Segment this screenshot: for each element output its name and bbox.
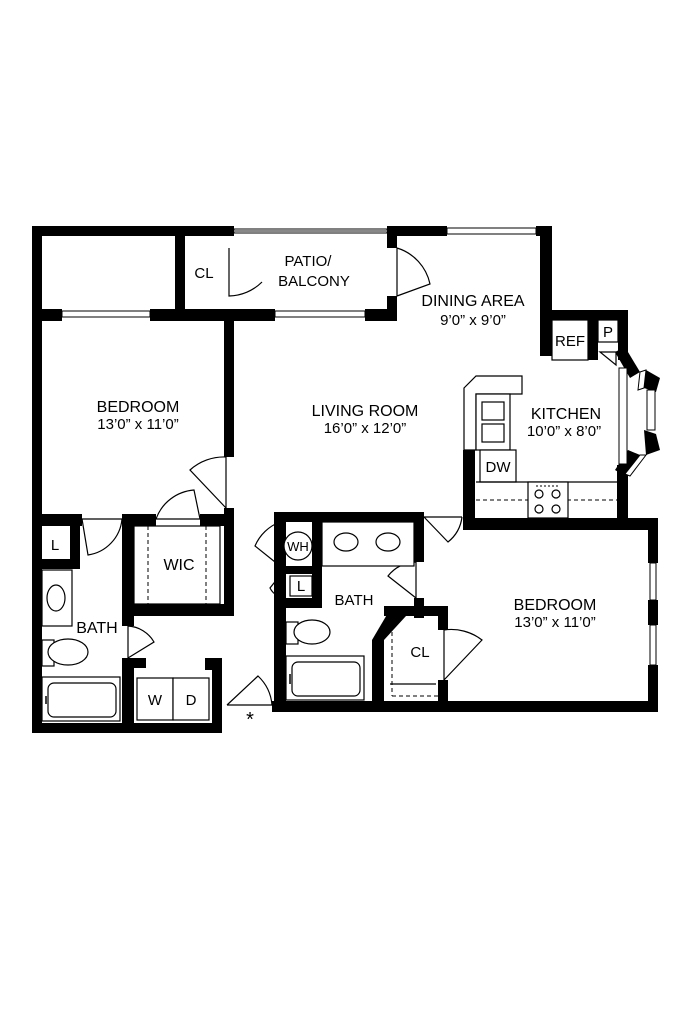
dishwasher-label: DW [486, 459, 512, 476]
washer-label: W [148, 692, 163, 709]
entry-mark: * [246, 709, 254, 731]
doors [81, 247, 617, 706]
bedroom2-label: BEDROOM [514, 597, 597, 614]
linen1-label: L [51, 537, 59, 554]
linen2-label: L [297, 578, 305, 595]
wic-label: WIC [163, 557, 194, 574]
living-room-dimensions: 16’0” x 12’0” [324, 420, 407, 437]
patio-label-line1: PATIO/ [285, 253, 333, 270]
patio-label-line2: BALCONY [278, 273, 350, 290]
water-heater-label: WH [287, 539, 309, 554]
walls [32, 226, 660, 733]
fixtures [41, 319, 619, 722]
windows [61, 227, 657, 666]
bath2-label: BATH [335, 592, 374, 609]
refrigerator-label: REF [555, 333, 585, 350]
room-labels: CL PATIO/ BALCONY DINING AREA 9’0” x 9’0… [51, 253, 613, 731]
closet-top-label: CL [194, 265, 213, 282]
bedroom1-label: BEDROOM [97, 399, 180, 416]
bedroom2-dimensions: 13’0” x 11’0” [514, 614, 595, 631]
bath1-label: BATH [76, 620, 117, 637]
dining-area-label: DINING AREA [421, 293, 524, 310]
living-room-label: LIVING ROOM [312, 403, 419, 420]
kitchen-dimensions: 10’0” x 8’0” [527, 423, 601, 440]
pantry-label: P [603, 324, 613, 341]
dining-area-dimensions: 9’0” x 9’0” [440, 312, 506, 329]
bedroom1-dimensions: 13’0” x 11’0” [97, 416, 178, 433]
dryer-label: D [186, 692, 197, 709]
kitchen-label: KITCHEN [531, 406, 601, 423]
closet2-label: CL [410, 644, 429, 661]
